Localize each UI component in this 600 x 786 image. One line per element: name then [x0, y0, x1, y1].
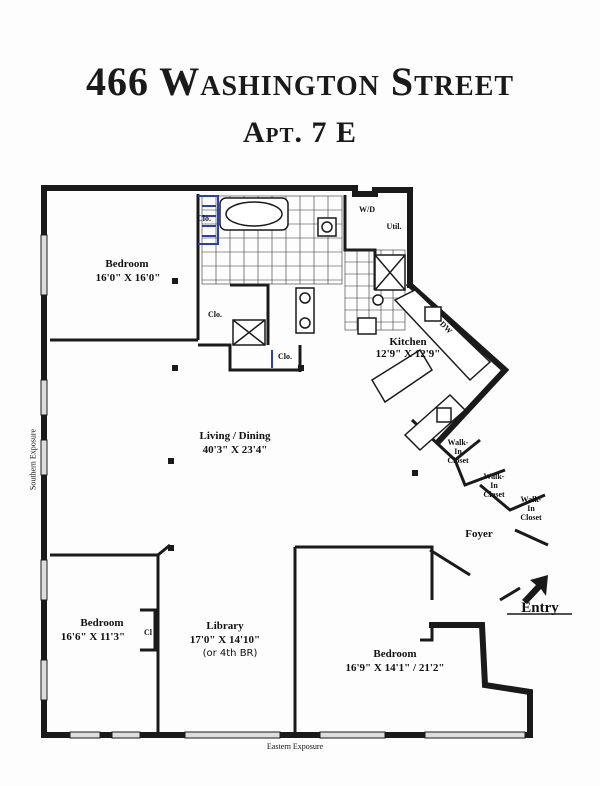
library-name: Library: [206, 620, 244, 632]
washer-dryer-label: W/D: [359, 205, 375, 214]
bedroom-nw-size: 16'0" X 16'0": [95, 272, 161, 284]
walkin-2-line-3: Closet: [483, 490, 505, 499]
foyer-angle: [429, 548, 471, 577]
kitchen-counter-east: [393, 289, 492, 382]
entry-arrow-icon: [522, 575, 548, 604]
closet-label-1: Clo.: [197, 214, 211, 223]
library-size: 17'0" X 14'10": [189, 634, 261, 646]
bedroom-sw-walls: [50, 553, 160, 735]
closet-accents: [198, 195, 273, 368]
small-closet: [140, 608, 157, 652]
windows: [40, 234, 526, 739]
north-wall: [41, 185, 413, 288]
bedroom-sw-name: Bedroom: [80, 617, 124, 629]
walkin-3-line-2: In: [527, 504, 535, 513]
utility-label: Util.: [386, 222, 402, 231]
bedroom-se-door-stub: [420, 625, 434, 642]
bedroom-nw-name: Bedroom: [105, 258, 149, 270]
range: [436, 407, 452, 423]
sink-2: [357, 317, 377, 335]
closet-1-accent: [198, 195, 219, 245]
library-note: (or 4th BR): [202, 648, 258, 659]
walkin-1-line-2: In: [454, 447, 462, 456]
closet-wall: [198, 343, 300, 372]
kitchen-sink: [424, 306, 442, 322]
eastern-exposure-label: Eastern Exposure: [266, 742, 324, 751]
interior-walls: [50, 194, 549, 735]
walkin-2-line-2: In: [490, 481, 498, 490]
bath-fixtures: [219, 197, 406, 346]
bedroom-se-name: Bedroom: [373, 648, 417, 660]
walkin-closet-2: Walk- In Closet: [476, 472, 512, 499]
page-title: 466 Washington Street: [85, 59, 515, 104]
entry-label: Entry: [521, 600, 559, 616]
kitchen-name: Kitchen: [389, 336, 427, 348]
walkin-1-line-1: Walk-: [447, 438, 469, 447]
foyer-wall: [514, 528, 549, 547]
foyer-label: Foyer: [465, 528, 493, 540]
walkin-closet-3: [479, 483, 546, 512]
walkin-3-line-1: Walk-: [520, 495, 542, 504]
entry-wall: [499, 586, 521, 602]
kitchen-counters: [370, 289, 492, 452]
walkin-2-line-1: Walk-: [483, 472, 505, 481]
kitchen-size: 12'9" X 12'9": [375, 348, 441, 360]
walkin-1-line-3: Closet: [447, 456, 469, 465]
closet-label-4: Cl: [144, 628, 152, 637]
walkin-3-line-3: Closet: [520, 513, 542, 522]
bedroom-se-north-wall: [295, 545, 434, 600]
shower-wall: [230, 283, 270, 345]
closet-label-2: Clo.: [208, 310, 222, 319]
living-dining-name: Living / Dining: [199, 430, 271, 442]
bedroom-se-size: 16'9" X 14'1" / 21'2": [345, 662, 445, 674]
walkin-closet-2: [453, 459, 506, 487]
closet-label-3: Clo.: [278, 352, 292, 361]
southern-exposure-label: Southern Exposure: [28, 428, 38, 491]
apartment-subtitle: Apt. 7 E: [242, 116, 357, 149]
bedroom-sw-size: 16'6" X 11'3": [60, 631, 126, 643]
bathtub-basin: [225, 201, 283, 227]
columns: [168, 278, 418, 551]
kitchen-island: [370, 348, 434, 404]
living-dining-size: 40'3" X 23'4": [202, 444, 268, 456]
walkin-closet-1: Walk- In Closet: [440, 438, 476, 465]
southeast-wall: [429, 622, 533, 738]
walkin-closet-3: Walk- In Closet: [513, 495, 549, 522]
